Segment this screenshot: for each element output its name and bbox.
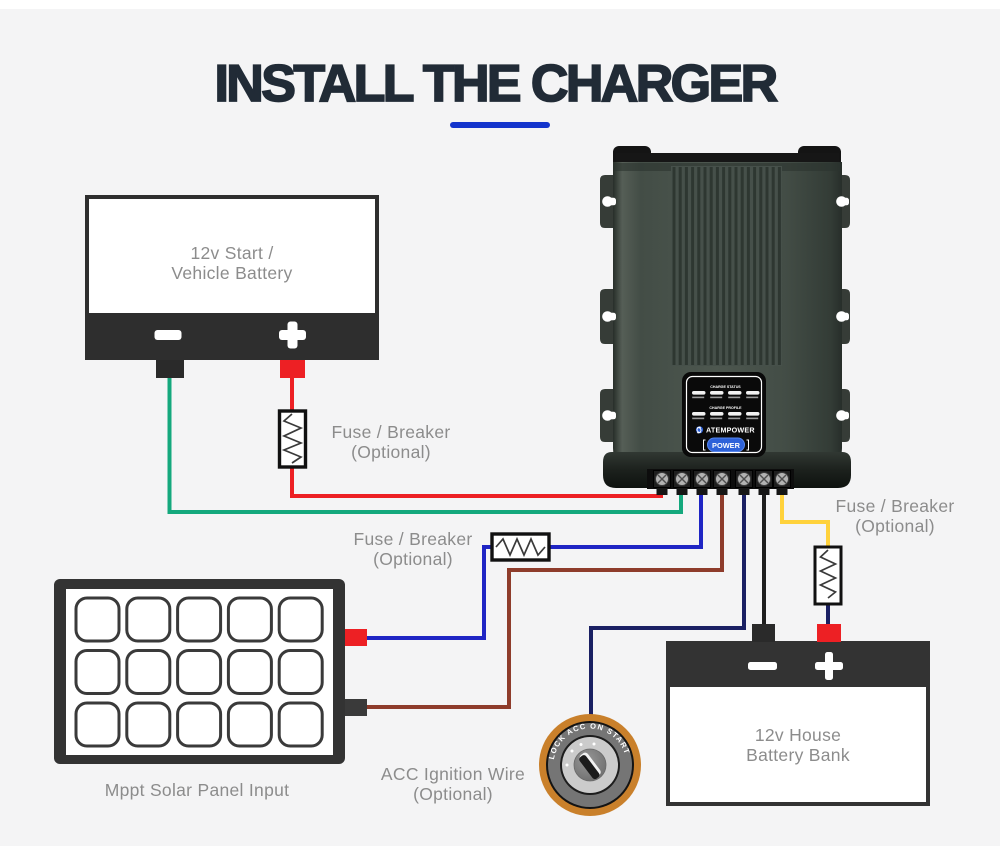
svg-text:POWER: POWER bbox=[712, 441, 741, 450]
svg-text:ATEMPOWER: ATEMPOWER bbox=[706, 426, 755, 435]
svg-text:CHARGE STATUS: CHARGE STATUS bbox=[710, 385, 741, 389]
svg-text:CHARGE PROFILE: CHARGE PROFILE bbox=[709, 406, 742, 410]
